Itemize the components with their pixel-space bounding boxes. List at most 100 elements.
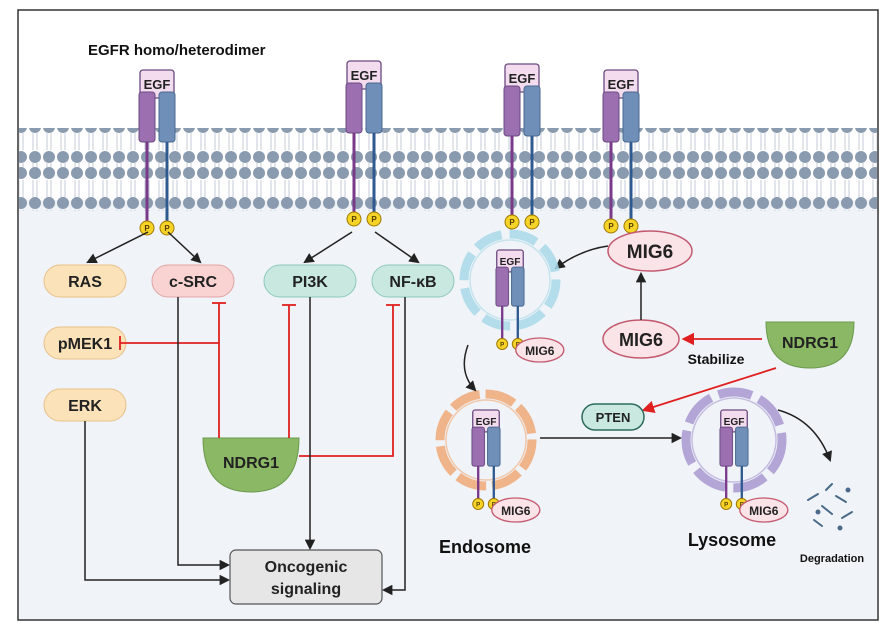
node-mig6-mid[interactable]: MIG6 [602,319,680,359]
arrow-to-degradation [777,409,832,462]
csrc-label: c-SRC [169,274,217,291]
phospho-site: P [623,218,639,234]
phospho-site: P [366,211,382,227]
phospho-label: P [144,224,150,233]
lysosome-label: Lysosome [688,530,776,550]
node-pmek1[interactable]: pMEK1 [43,326,127,360]
nfkb-label: NF-κB [389,274,436,291]
egf-label: EGF [500,257,521,268]
phospho-site: P [504,214,520,230]
degradation-fragments [807,483,853,531]
receptor-domain-blue [487,426,501,467]
cell-membrane [19,128,877,211]
arrow-to-csrc [167,231,202,264]
receptor-domain-blue [365,82,383,134]
node-nfkb[interactable]: NF-κB [371,264,455,298]
phospho-label: P [476,501,480,508]
receptor-domain-blue [511,266,525,307]
node-erk[interactable]: ERK [43,388,127,422]
phospho-label: P [351,215,357,224]
phospho-site: P [496,338,509,350]
receptor-domain-purple [471,426,485,467]
mig6-bound-label: MIG6 [749,504,779,518]
egf-label: EGF [509,71,536,86]
phospho-label: P [509,218,515,227]
node-mig6-top[interactable]: MIG6 [607,230,693,272]
receptor-title: EGFR homo/heterodimer [88,42,266,59]
stabilize-label: Stabilize [688,351,745,367]
phospho-label: P [628,222,634,231]
phospho-site: P [472,498,485,510]
egf-label: EGF [724,417,745,428]
receptor-domain-purple [503,85,521,137]
node-ndrg1-right[interactable]: NDRG1 [765,321,855,369]
degradation-label: Degradation [800,553,864,565]
phospho-label: P [608,222,614,231]
arrow-to-pi3k [303,231,353,264]
receptor-domain-blue [735,426,749,467]
arrow-to-nfkb [374,231,420,264]
phospho-label: P [529,218,535,227]
receptor-domain-purple [138,91,156,143]
egf-ligand: EGF [504,63,540,93]
endosome: EGFPPMIG6 [435,389,541,523]
oncogenic-label-2: signaling [271,581,341,598]
receptor-domain-purple [602,91,620,143]
egf-ligand: EGF [603,69,639,99]
signaling-paths [84,297,406,596]
pi3k-label: PI3K [292,274,328,291]
receptor-2: EGF P P [345,60,383,227]
inhibition-lines [119,302,400,457]
egf-ligand: EGF [139,69,175,99]
oncogenic-label-1: Oncogenic [265,559,348,576]
endosome-label: Endosome [439,537,531,557]
receptor-domain-purple [719,426,733,467]
erk-label: ERK [68,398,102,415]
egf-ligand: EGF [472,409,500,433]
phospho-site: P [720,498,733,510]
phospho-site: P [159,220,175,236]
pten-label: PTEN [596,410,631,425]
phospho-label: P [500,341,504,348]
lysosome: EGFPPMIG6 [681,387,789,523]
receptor-domain-purple [495,266,509,307]
egf-label: EGF [476,417,497,428]
phospho-label: P [371,215,377,224]
ras-label: RAS [68,274,102,291]
receptor-group: EGF P P EGF P P EGF P P EGF P P [138,60,640,236]
egf-ligand: EGF [720,409,748,433]
oncogenic-signaling-box[interactable]: Oncogenic signaling [229,549,383,605]
mig6-bound: MIG6 [739,497,789,523]
pmek1-label: pMEK1 [58,336,112,353]
mig6-bound: MIG6 [491,497,541,523]
egf-ligand: EGF [496,249,524,273]
receptor-3: EGF P P [503,63,541,230]
mig6-bound-label: MIG6 [501,504,531,518]
receptor-domain-blue [622,91,640,143]
receptor-domain-blue [523,85,541,137]
node-ras[interactable]: RAS [43,264,127,298]
arrow-vesicle-to-endosome [463,344,477,392]
node-pten[interactable]: PTEN [581,403,645,431]
phospho-label: P [724,501,728,508]
arrow-mig6-to-vesicle [554,245,609,270]
egf-ligand: EGF [346,60,382,90]
egf-label: EGF [351,68,378,83]
receptor-4: EGF P P [602,69,640,234]
node-pi3k[interactable]: PI3K [263,264,357,298]
phospho-label: P [164,224,170,233]
node-csrc[interactable]: c-SRC [151,264,235,298]
ndrg1-right-label: NDRG1 [782,335,838,352]
mig6-top-label: MIG6 [627,242,673,263]
receptor-1: EGF P P [138,69,176,236]
vesicle-group: EGFPPMIG6EGFPPMIG6EGFPPMIG6 [435,229,789,523]
receptor-domain-blue [158,91,176,143]
phospho-site: P [139,220,155,236]
node-ndrg1-left[interactable]: NDRG1 [202,437,300,493]
mig6-mid-label: MIG6 [619,330,663,350]
early-vesicle: EGFPPMIG6 [459,229,565,363]
mig6-bound-label: MIG6 [525,344,555,358]
receptor-domain-purple [345,82,363,134]
